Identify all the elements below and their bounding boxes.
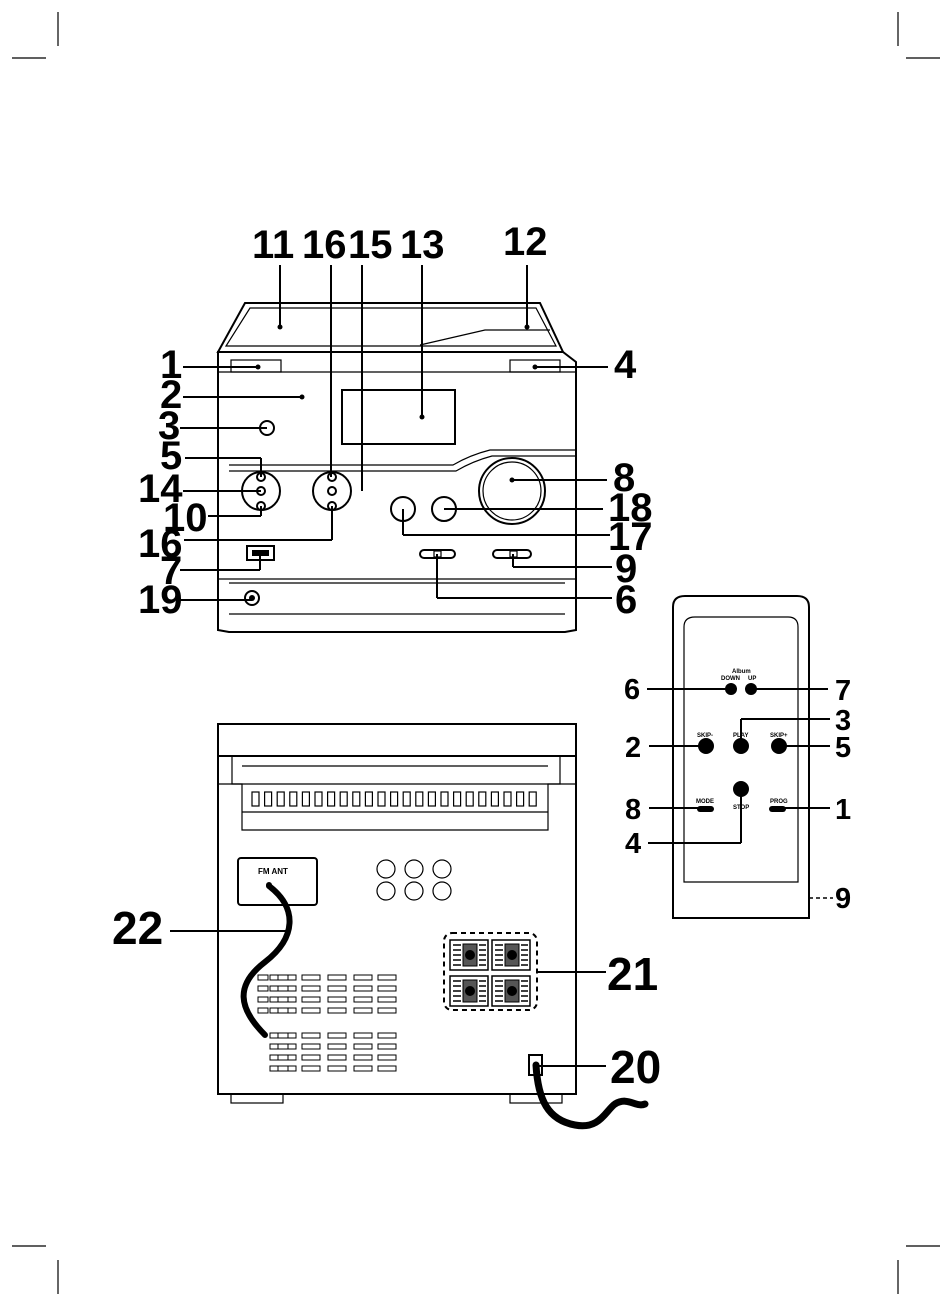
button-15[interactable] — [328, 487, 336, 495]
rear-unit: FM ANT 22 21 20 — [112, 724, 661, 1126]
front-unit: 11 16 15 13 12 1 4 2 3 5 8 14 18 10 17 1… — [138, 220, 653, 632]
callout-15: 15 — [348, 223, 393, 267]
remote-callout-1: 1 — [835, 794, 851, 826]
remote-callout-5: 5 — [835, 732, 851, 764]
remote-callout-4: 4 — [625, 828, 641, 860]
remote-callout-2: 2 — [625, 732, 641, 764]
display-window — [342, 390, 455, 444]
callout-12: 12 — [503, 220, 548, 264]
callout-19: 19 — [138, 578, 183, 622]
label-mode: MODE — [696, 799, 714, 805]
rear-callout-22: 22 — [112, 902, 163, 954]
label-down: DOWN — [721, 676, 740, 682]
rear-callout-21: 21 — [607, 948, 658, 1000]
remote-callout-8: 8 — [625, 794, 641, 826]
callout-16-top: 16 — [302, 223, 347, 267]
rear-callout-20: 20 — [610, 1041, 661, 1093]
remote-callout-6: 6 — [624, 674, 640, 706]
remote-callout-9: 9 — [835, 883, 851, 915]
callout-4: 4 — [614, 343, 637, 387]
volume-knob[interactable] — [479, 458, 545, 524]
remote-control: Album DOWN UP SKIP- PLAY SKIP+ STOP MODE… — [624, 596, 851, 918]
label-prog: PROG — [770, 799, 788, 805]
label-up: UP — [748, 676, 756, 682]
fm-ant-label: FM ANT — [258, 867, 288, 876]
callout-6: 6 — [615, 578, 637, 622]
callout-13: 13 — [400, 223, 445, 267]
callout-11: 11 — [252, 223, 294, 267]
label-album: Album — [732, 669, 751, 675]
remote-callout-7: 7 — [835, 675, 851, 707]
